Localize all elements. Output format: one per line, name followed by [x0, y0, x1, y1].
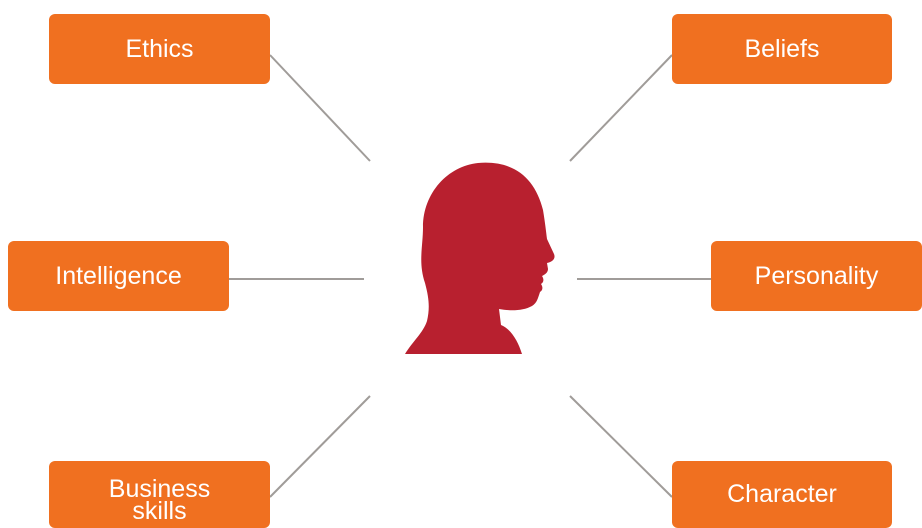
node-ethics: Ethics — [49, 14, 270, 84]
connector-ethics — [269, 54, 371, 162]
node-beliefs-label: Beliefs — [744, 34, 820, 63]
connector-character — [569, 395, 673, 498]
node-beliefs: Beliefs — [672, 14, 892, 84]
node-business-skills-line2: skills — [132, 496, 187, 525]
node-personality-label: Personality — [754, 261, 879, 290]
human-head-profile-icon — [405, 162, 555, 354]
node-ethics-label: Ethics — [125, 34, 194, 63]
node-business-skills-line1: Business — [108, 474, 211, 503]
node-personality: Personality — [711, 241, 922, 311]
node-intelligence: Intelligence — [8, 241, 229, 311]
node-intelligence-label: Intelligence — [55, 261, 182, 290]
node-character: Character — [672, 461, 892, 528]
connector-business-skills — [269, 395, 371, 498]
node-business-skills: Business skills — [49, 461, 270, 528]
node-character-label: Character — [727, 480, 837, 508]
connector-beliefs — [569, 54, 673, 162]
